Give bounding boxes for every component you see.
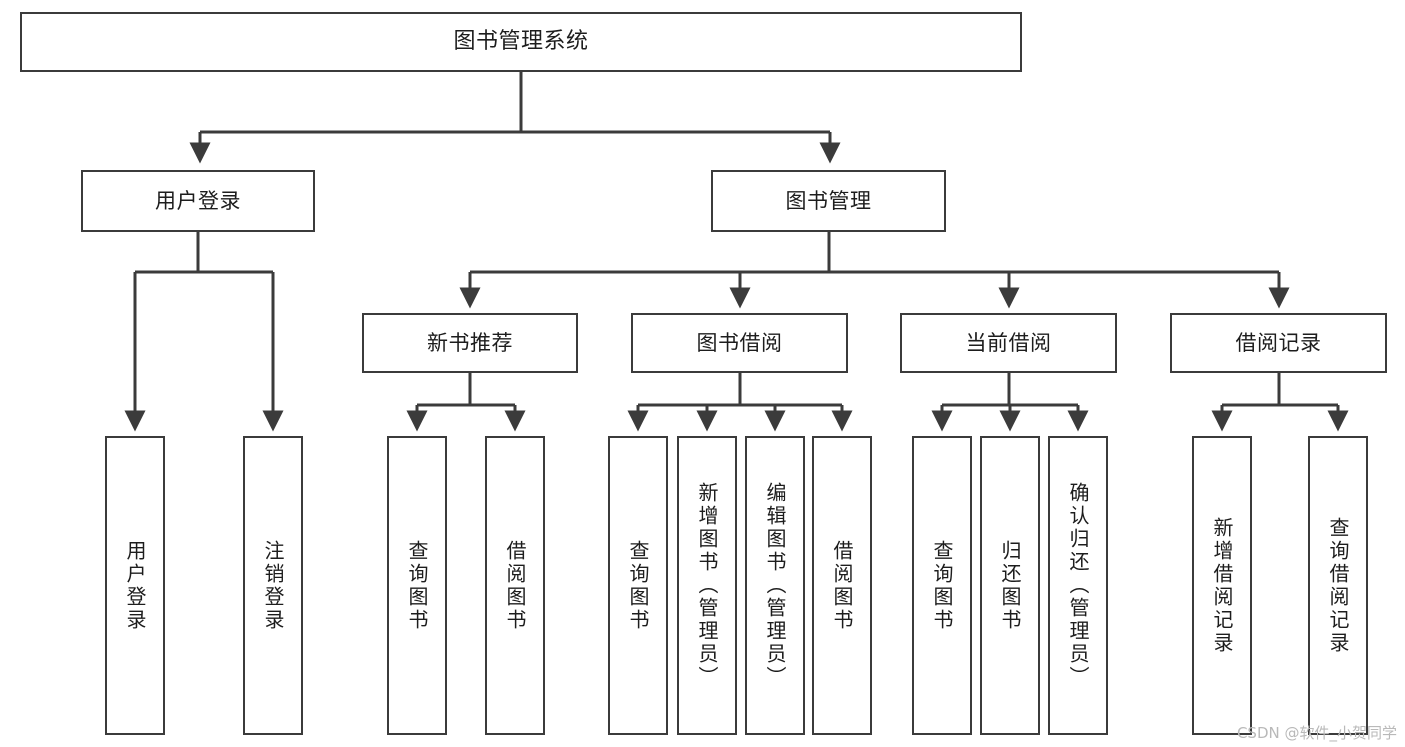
node-label: 当前借阅 xyxy=(965,330,1052,355)
leaf-user-login[interactable]: 用户登录 xyxy=(105,436,165,735)
csdn-watermark: CSDN @软件_小贺同学 xyxy=(1236,724,1397,742)
node-label: 借阅图书 xyxy=(830,539,854,632)
node-label: 用户登录 xyxy=(155,188,241,213)
node-label: 图书管理系统 xyxy=(453,29,589,55)
node-label: 查询图书 xyxy=(405,539,429,632)
leaf-logout[interactable]: 注销登录 xyxy=(243,436,303,735)
node-label: 新书推荐 xyxy=(427,330,513,355)
node-label: 图书管理 xyxy=(785,188,872,213)
node-label: 用户登录 xyxy=(123,539,147,632)
node-book-management[interactable]: 图书管理 xyxy=(711,170,946,232)
node-label: 编辑图书（管理员） xyxy=(763,482,787,689)
leaf-borrow-books-recommend[interactable]: 借阅图书 xyxy=(485,436,545,735)
node-label: 查询图书 xyxy=(626,539,650,632)
node-label: 确认归还（管理员） xyxy=(1066,482,1090,689)
leaf-borrow-books[interactable]: 借阅图书 xyxy=(812,436,872,735)
node-new-book-recommend[interactable]: 新书推荐 xyxy=(362,313,578,373)
node-label: 查询借阅记录 xyxy=(1326,516,1350,655)
leaf-add-book-admin[interactable]: 新增图书（管理员） xyxy=(677,436,737,735)
node-label: 借阅图书 xyxy=(503,539,527,632)
node-user-login[interactable]: 用户登录 xyxy=(81,170,315,232)
node-label: 注销登录 xyxy=(261,539,285,632)
node-book-borrow[interactable]: 图书借阅 xyxy=(631,313,848,373)
node-borrow-records[interactable]: 借阅记录 xyxy=(1170,313,1387,373)
node-label: 查询图书 xyxy=(930,539,954,632)
node-root-system[interactable]: 图书管理系统 xyxy=(20,12,1022,72)
node-label: 图书借阅 xyxy=(696,330,783,355)
leaf-query-borrow-record[interactable]: 查询借阅记录 xyxy=(1308,436,1368,735)
node-label: 借阅记录 xyxy=(1235,330,1322,355)
leaf-confirm-return-admin[interactable]: 确认归还（管理员） xyxy=(1048,436,1108,735)
leaf-query-books-borrow[interactable]: 查询图书 xyxy=(608,436,668,735)
node-label: 归还图书 xyxy=(998,539,1022,632)
leaf-query-books-recommend[interactable]: 查询图书 xyxy=(387,436,447,735)
leaf-edit-book-admin[interactable]: 编辑图书（管理员） xyxy=(745,436,805,735)
leaf-query-books-current[interactable]: 查询图书 xyxy=(912,436,972,735)
leaf-add-borrow-record[interactable]: 新增借阅记录 xyxy=(1192,436,1252,735)
node-label: 新增借阅记录 xyxy=(1210,516,1234,655)
node-label: 新增图书（管理员） xyxy=(695,482,719,689)
node-current-borrow[interactable]: 当前借阅 xyxy=(900,313,1117,373)
leaf-return-books[interactable]: 归还图书 xyxy=(980,436,1040,735)
